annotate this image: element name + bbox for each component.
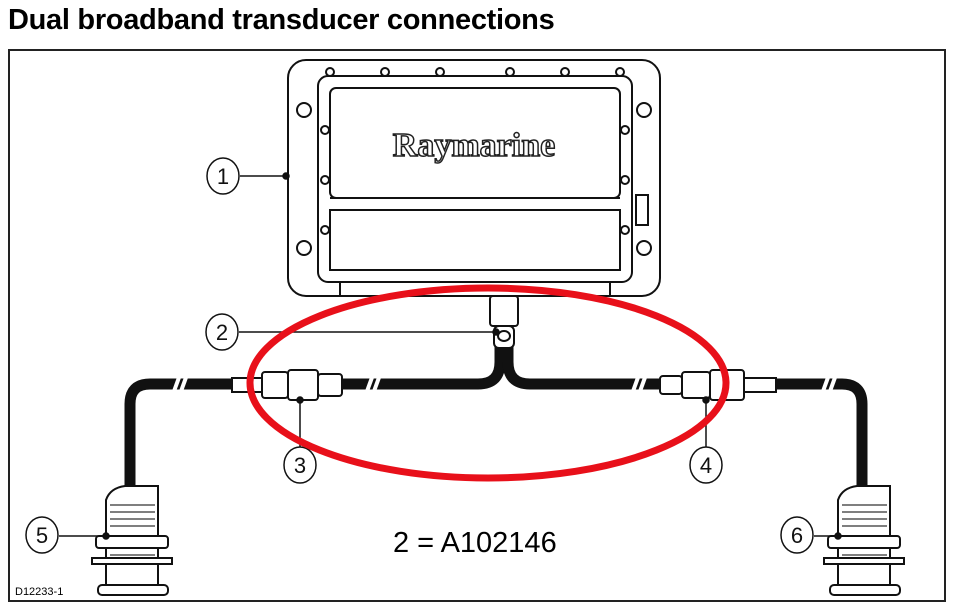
transducer-6	[823, 485, 905, 596]
sounder-module	[287, 59, 661, 297]
callout-2-label: 2	[216, 320, 228, 345]
callout-1-label: 1	[217, 164, 229, 189]
callout-4	[689, 396, 723, 484]
y-cable	[124, 339, 868, 501]
part-number-note: 2 = A102146	[393, 527, 557, 559]
callout-5	[25, 516, 110, 554]
diagram-frame	[8, 49, 946, 602]
transducer-5	[91, 485, 173, 596]
callout-2	[205, 313, 500, 351]
connector-4	[659, 369, 777, 401]
page-title: Dual broadband transducer connections	[8, 4, 555, 36]
y-cable-connector	[489, 295, 519, 349]
figure-id: D12233-1	[15, 586, 64, 598]
highlight-ellipse	[246, 284, 730, 482]
callout-6	[780, 516, 842, 554]
callout-1	[206, 157, 290, 195]
callout-6-label: 6	[791, 523, 803, 548]
callout-5-label: 5	[36, 523, 48, 548]
callout-4-label: 4	[700, 453, 712, 478]
brand-logo: Raymarine	[393, 127, 555, 164]
callout-3-label: 3	[294, 453, 306, 478]
